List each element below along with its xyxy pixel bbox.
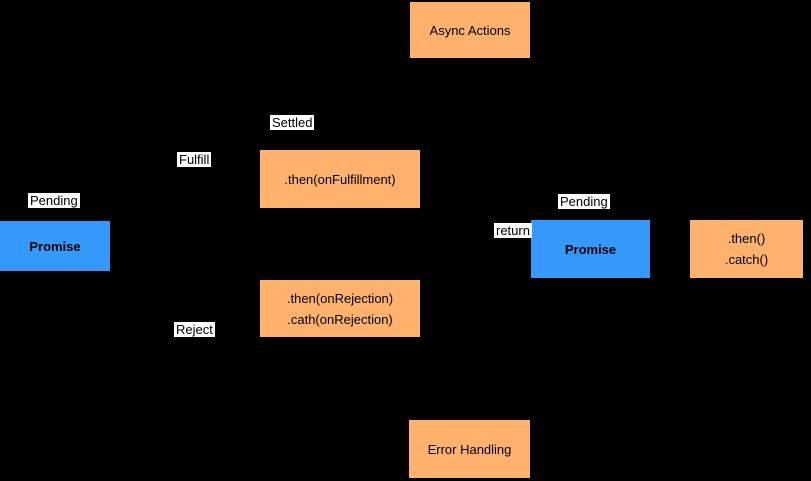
node-label-line2: .cath(onRejection) — [287, 311, 393, 327]
node-label-line2: .catch() — [724, 252, 769, 267]
node-label: Promise — [29, 238, 81, 254]
node-label: Promise — [564, 241, 617, 257]
node-promise-left[interactable]: Promise — [0, 221, 110, 271]
edge-label-pending-left[interactable]: Pending — [28, 193, 80, 208]
edge-label-pending-right[interactable]: Pending — [558, 194, 610, 209]
edge-label-settled[interactable]: Settled — [270, 115, 315, 130]
node-async-actions[interactable]: Async Actions — [410, 2, 530, 58]
node-then-catch[interactable]: .then() .catch() — [690, 220, 803, 278]
node-label: Error Handling — [427, 441, 512, 457]
node-label: Async Actions — [429, 22, 511, 38]
edge-label-fulfill[interactable]: Fulfill — [177, 152, 212, 167]
node-then-onfulfillment[interactable]: .then(onFulfillment) — [260, 150, 420, 208]
node-error-handling[interactable]: Error Handling — [409, 420, 530, 478]
node-label-line1: .then() — [727, 231, 766, 246]
node-promise-right[interactable]: Promise — [531, 220, 650, 278]
node-label: .then(onFulfillment) — [284, 171, 396, 187]
node-then-onrejection[interactable]: .then(onRejection) .cath(onRejection) — [260, 280, 420, 337]
edge-label-reject[interactable]: Reject — [174, 322, 215, 337]
edge-label-return[interactable]: return — [494, 223, 532, 238]
node-label-line1: .then(onRejection) — [286, 290, 394, 306]
